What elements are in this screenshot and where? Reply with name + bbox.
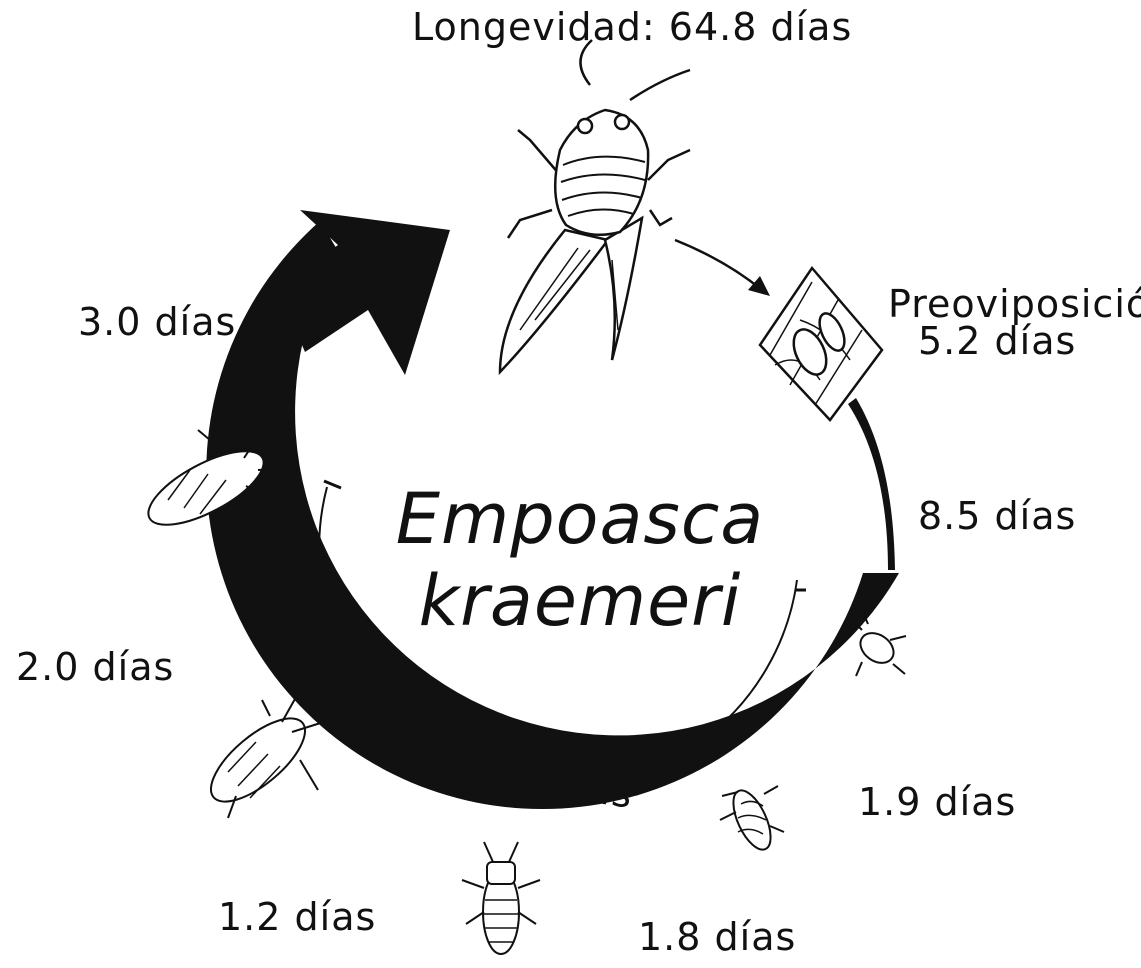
oviposition-arrow: [674, 238, 763, 291]
adult-leafhopper-icon: [498, 39, 691, 376]
nymph-instar-5-icon: [147, 429, 295, 526]
nymph-4-label: 2.0 días: [16, 645, 175, 689]
nymph-instar-3-icon: [461, 841, 541, 955]
inner-arc-start-tick: [323, 479, 342, 490]
species-title-line1: Empoasca: [395, 478, 765, 560]
nymph-1-label: 1.9 días: [858, 780, 1017, 824]
preoviposition-label-line2: 5.2 días: [918, 319, 1077, 363]
nymph-instar-2-icon: [719, 785, 785, 851]
longevity-label: Longevidad: 64.8 días: [412, 5, 853, 49]
nymph-instar-1-icon: [849, 609, 907, 677]
nymph-instar-4-icon: [209, 689, 331, 819]
egg-stage-line: [848, 398, 895, 570]
species-title: Empoasca kraemeri: [300, 478, 860, 642]
egg-period-label: 8.5 días: [918, 494, 1077, 538]
species-title-line2: kraemeri: [418, 560, 742, 642]
egg-in-leaf-icon: [758, 265, 884, 422]
oviposition-arrowhead: [748, 276, 770, 296]
preoviposition-label-line1: Preoviposición: [888, 282, 1141, 326]
nymph-development-ring: [206, 221, 900, 810]
nymph-5-label: 3.0 días: [78, 300, 237, 344]
cycle-arrowhead: [278, 210, 450, 375]
nymph-2-label: 1.8 días: [638, 915, 797, 959]
nymph-3-label: 1.2 días: [218, 895, 377, 939]
